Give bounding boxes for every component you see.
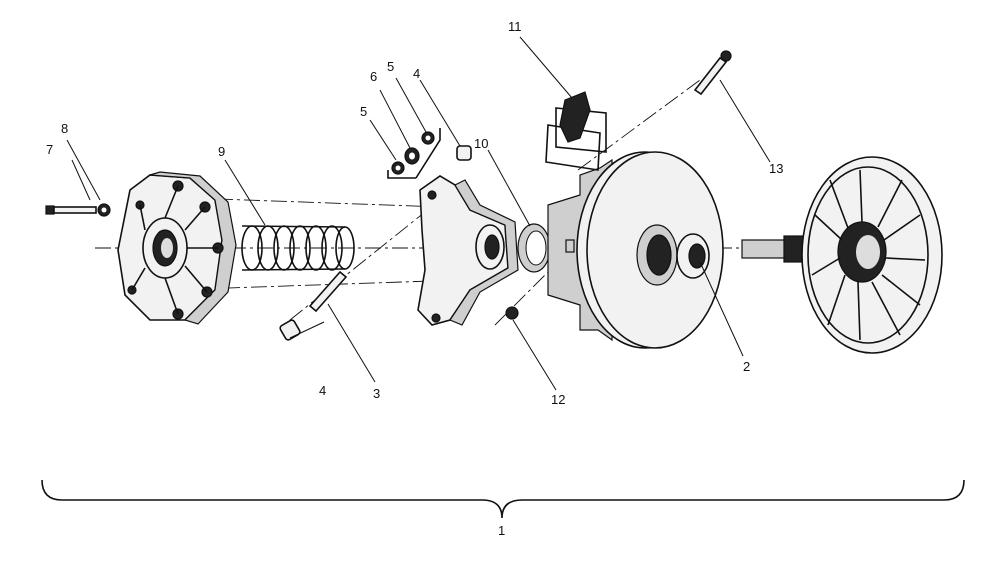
bushing-part-6 xyxy=(404,147,420,165)
callout-3: 3 xyxy=(373,386,381,401)
callout-4-upper: 4 xyxy=(413,66,421,81)
spider xyxy=(417,175,519,326)
washer-part-8 xyxy=(97,203,111,217)
ring-part-10 xyxy=(517,223,551,273)
callout-5-right: 5 xyxy=(387,59,395,74)
weight-part-11 xyxy=(545,91,607,171)
spring-part-9 xyxy=(241,225,355,271)
assembly-guide-lines xyxy=(387,128,441,179)
washer-part-5-left xyxy=(391,161,405,175)
roller-part-4-lower xyxy=(279,319,301,341)
callout-13: 13 xyxy=(769,161,784,176)
pin-part-3 xyxy=(308,270,348,313)
callout-12: 12 xyxy=(551,392,566,407)
callout-4-lower: 4 xyxy=(319,383,327,398)
fixed-sheave xyxy=(741,156,943,354)
callout-8: 8 xyxy=(61,121,69,136)
callout-6: 6 xyxy=(370,69,378,84)
callout-leaders xyxy=(66,36,771,391)
callout-7: 7 xyxy=(46,142,54,157)
callout-5-left: 5 xyxy=(360,104,368,119)
washer-part-5-right xyxy=(421,131,435,145)
callout-1: 1 xyxy=(498,523,506,538)
callout-10: 10 xyxy=(474,136,489,151)
nut-part-12 xyxy=(505,306,519,320)
moveable-sheave xyxy=(547,151,724,349)
callout-2: 2 xyxy=(743,359,751,374)
callout-9: 9 xyxy=(218,144,226,159)
callout-11: 11 xyxy=(508,19,522,34)
clutch-cover xyxy=(117,171,237,325)
bracket-brace xyxy=(41,479,965,519)
bolt-part-13 xyxy=(693,50,732,96)
bolt-part-7 xyxy=(45,205,97,215)
roller-part-4-upper xyxy=(456,145,472,161)
